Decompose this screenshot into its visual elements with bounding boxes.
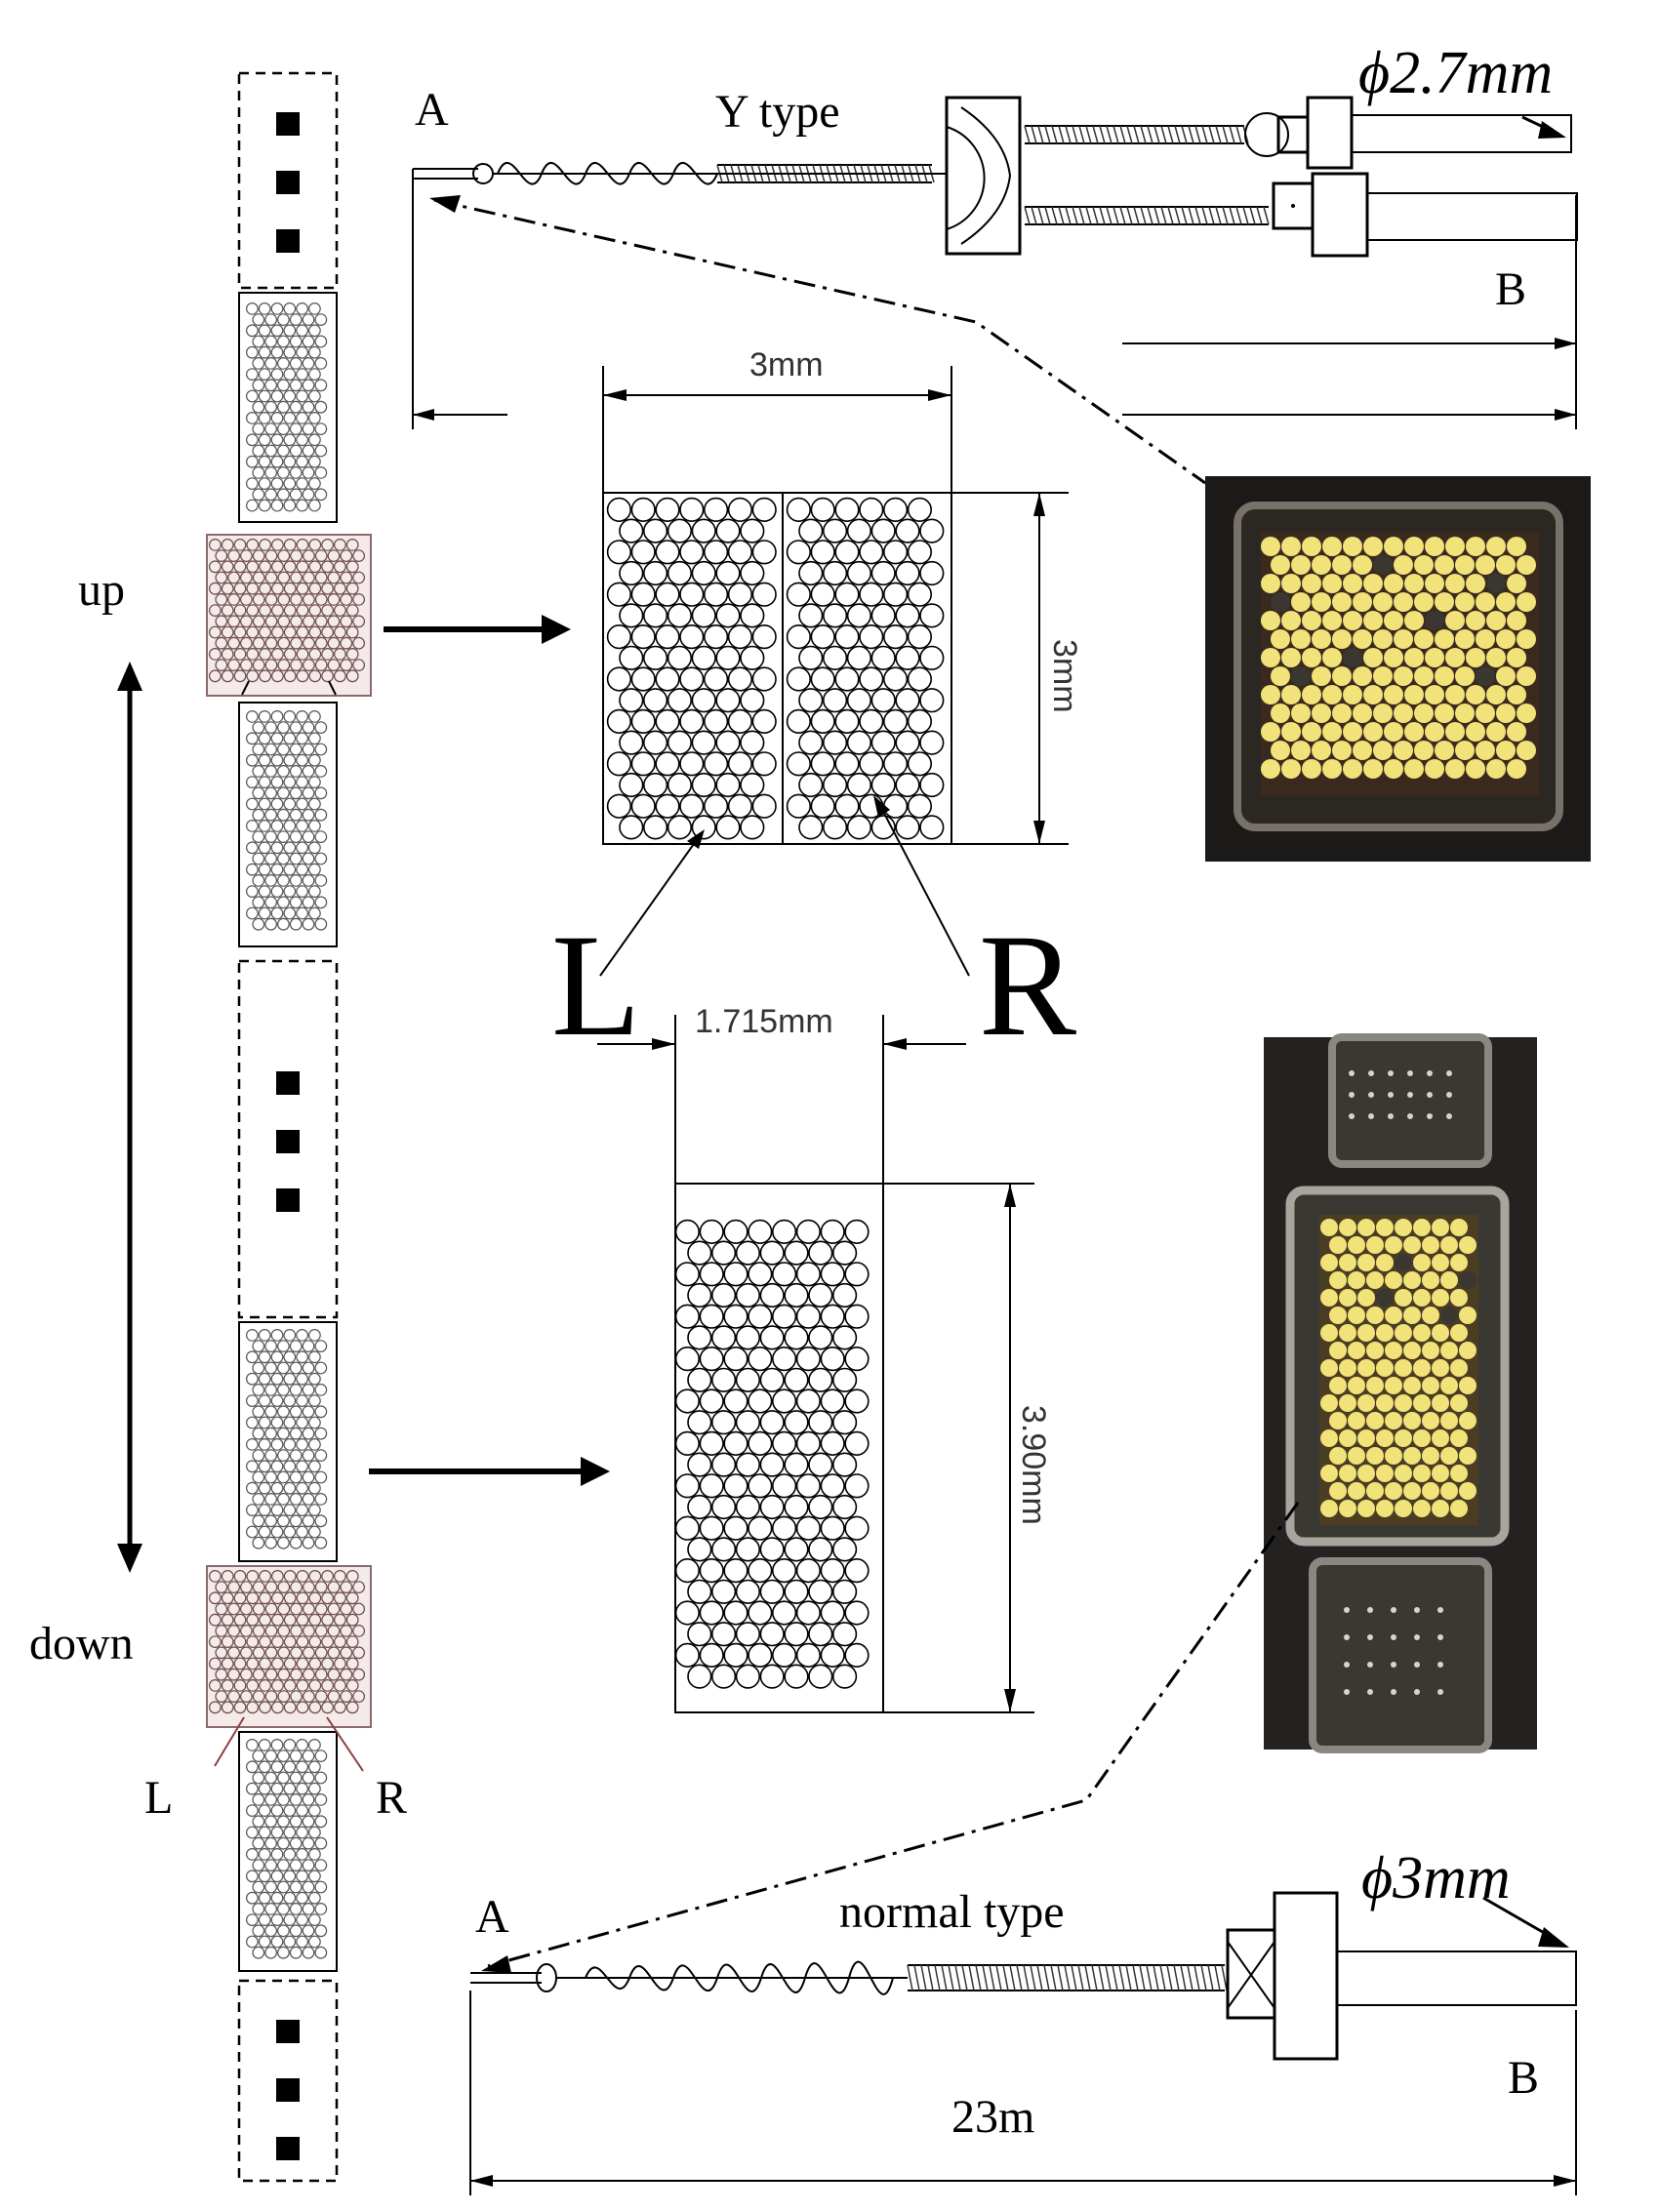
dashed-box-bottom: [237, 1979, 339, 2183]
bundle-up: [206, 534, 372, 697]
photo-square-bundle: [1205, 476, 1591, 862]
up-down-arrow: [117, 662, 142, 1573]
square-fiber-grid: [606, 497, 945, 840]
fiber-segment-2: [238, 702, 338, 947]
y-type-label: Y type: [715, 86, 840, 138]
length-label: 23m: [951, 2091, 1034, 2143]
b-bottom-label: B: [1508, 2052, 1539, 2104]
rect-bundle-detail: 1.715mm 3.90mm: [597, 1003, 1052, 1713]
dashed-box-top: [237, 71, 339, 290]
dim-3mm-horizontal: 3mm: [749, 346, 824, 383]
y-type-drawing: A Y type ϕ2.7mm B: [412, 40, 1578, 485]
normal-type-drawing: A normal type ϕ3mm B 23m: [469, 1502, 1577, 2195]
dim-1715mm: 1.715mm: [695, 1003, 833, 1040]
r-small-label: R: [376, 1772, 407, 1824]
arrow-up-to-detail: [384, 615, 571, 644]
dim-3mm-vertical: 3mm: [1046, 639, 1083, 713]
up-label: up: [78, 564, 125, 616]
dim-390mm: 3.90mm: [1015, 1405, 1052, 1525]
coil-bottom: [907, 1964, 1228, 1991]
l-small-label: L: [144, 1772, 173, 1824]
fiber-segment-1: [238, 292, 338, 523]
arrow-down-to-detail: [369, 1457, 610, 1486]
coil-top-3: [1024, 206, 1270, 225]
l-large-label: L: [551, 905, 641, 1066]
dashed-box-middle: [237, 959, 339, 1319]
square-bundle-detail: 3mm 3mm: [599, 346, 1083, 977]
a-bottom-label: A: [475, 1891, 509, 1943]
r-large-label: R: [979, 905, 1076, 1066]
photo-square-fibers: [1261, 537, 1536, 779]
bundle-down: [206, 1565, 372, 1728]
down-label: down: [29, 1618, 134, 1669]
rect-fiber-grid: [674, 1219, 870, 1689]
a-top-label: A: [415, 84, 449, 136]
left-strip: up down L R: [29, 71, 407, 2183]
normal-type-label: normal type: [839, 1886, 1065, 1938]
phi-top-label: ϕ2.7mm: [1358, 40, 1553, 106]
coil-top-2: [1024, 125, 1249, 144]
photo-rect-fibers: [1320, 1070, 1477, 1695]
photo-rect-bundle: [1264, 1033, 1537, 1753]
fiber-segment-3: [238, 1321, 338, 1562]
fiber-segment-4: [238, 1731, 338, 1972]
b-top-label: B: [1495, 263, 1526, 315]
